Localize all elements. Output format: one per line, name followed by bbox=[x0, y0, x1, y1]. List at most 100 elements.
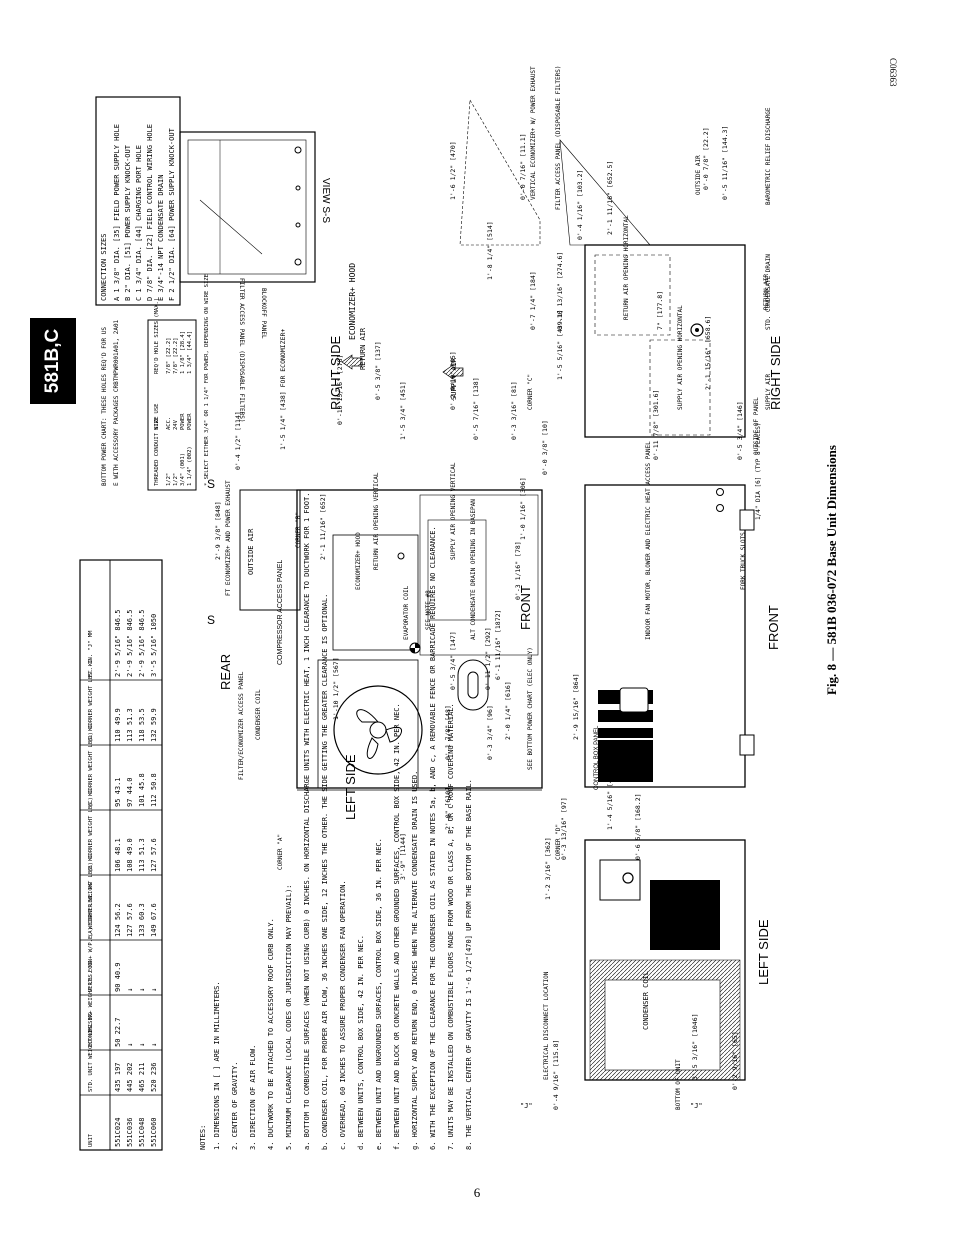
notes-block: NOTES: 1. DIMENSIONS IN [ ] ARE IN MILLI… bbox=[199, 493, 473, 1150]
bottom-power-header: REQ'D HOLE SIZES (MAX.) bbox=[154, 298, 160, 374]
dimension-d41: 7" [177.8] bbox=[656, 291, 664, 330]
weights-cell: 551C060 bbox=[150, 1117, 158, 1147]
dimension-d31: 0'-4 1/16" [103.2] bbox=[576, 170, 584, 240]
dimension-d29: 1'-6 1/2" [470] bbox=[449, 141, 457, 200]
connection-size-row: C 1 3/4" DIA. [44] CHARGING PORT HOLE bbox=[135, 145, 143, 301]
weights-cell: 50 22.7 bbox=[114, 1017, 122, 1047]
filter-access-2-label: FILTER ACCESS PANEL (DISPOSABLE FILTERS) bbox=[555, 66, 562, 211]
weights-header-6: (C) CORNER WEIGHT LBS. KG bbox=[88, 724, 94, 807]
note-item: 3. DIRECTION OF AIR FLOW. bbox=[249, 1045, 257, 1150]
note-item: d. BETWEEN UNITS, CONTROL BOX SIDE, 42 I… bbox=[357, 935, 365, 1150]
left-side-label: LEFT SIDE bbox=[343, 754, 358, 820]
vertical-economizer-label: VERTICAL ECONOMIZER+ W/ POWER EXHAUST bbox=[530, 66, 537, 200]
left-side-label-2: LEFT SIDE bbox=[756, 919, 771, 985]
dimension-d40: 0'-0 7/8" [22.2] bbox=[702, 127, 710, 190]
evaporator-coil-label: EVAPORATOR COIL bbox=[403, 585, 410, 640]
weights-cell: ↓ bbox=[138, 988, 146, 992]
weights-cell: 90 40.9 bbox=[114, 962, 122, 992]
ecoflow-label: FT ECONOMIZER+ AND POWER EXHAUST bbox=[225, 480, 232, 596]
supply-air-label: SUPPLY AIR bbox=[450, 357, 458, 400]
dimension-d21: 3'-9" [1144] bbox=[399, 833, 407, 880]
note-item: 2. CENTER OF GRAVITY. bbox=[231, 1061, 239, 1150]
dimension-d38: 0'-5 3/4" [146] bbox=[736, 401, 744, 460]
weights-cell: 106 48.1 bbox=[114, 838, 122, 872]
dimension-d3: 1'-5 1/4" [438] FOR ECONOMIZER+ bbox=[279, 329, 287, 450]
dimension-d33: 0'-10 13/16" [274.6] bbox=[556, 252, 564, 330]
right-side-label-2: RIGHT SIDE bbox=[768, 336, 783, 410]
dimension-d32: 2'-1 11/16" [652.5] bbox=[606, 161, 614, 235]
note-item: b. CONDENSER COIL, FOR PROPER AIR FLOW, … bbox=[321, 594, 329, 1150]
dimension-d25: 1'-2 3/16" [362] bbox=[544, 837, 552, 900]
connection-size-row: E 3/4"-14 NPT CONDENSATE DRAIN bbox=[157, 175, 165, 301]
dimension-d1: 2'-9 3/8" [848] bbox=[214, 501, 222, 560]
return-air-opening-h: RETURN AIR OPENING HORIZONTAL bbox=[623, 215, 630, 320]
dimension-d12: 0'-3 1/16" [78] bbox=[514, 541, 522, 600]
dia-label: 1/4" DIA [6] (TYP 8 PLACES) bbox=[755, 422, 762, 520]
weights-cell: 132 59.9 bbox=[150, 708, 158, 742]
note-item: 7. UNITS MAY BE INSTALLED ON COMBUSTIBLE… bbox=[447, 703, 455, 1150]
weights-cell: ↓ bbox=[150, 988, 158, 992]
weights-cell: 113 51.3 bbox=[138, 838, 146, 872]
dimension-labels: 2'-9 3/8" [848]0'-4 1/2" [114]1'-5 1/4" … bbox=[214, 126, 744, 1110]
note-item: f. BETWEEN UNIT AND BLOCK OR CONCRETE WA… bbox=[393, 703, 401, 1150]
return-opening-vertical: RETURN AIR OPENING VERTICAL bbox=[373, 472, 380, 570]
weights-cell: 520 236 bbox=[150, 1062, 158, 1092]
weights-header-7: (D) CORNER WEIGHT LBS. KG bbox=[88, 659, 94, 742]
dimension-d23: 1'-4 5/16" [414.5] bbox=[606, 760, 614, 830]
dimension-d7: 0'-3 3/16" [81] bbox=[510, 381, 518, 440]
outside-air-label-2: OUTSIDE AIR bbox=[695, 155, 702, 195]
right-side-label: RIGHT SIDE bbox=[328, 336, 343, 410]
weights-cell: 97 44.0 bbox=[126, 777, 134, 807]
view-ss-label: VIEW S-S bbox=[320, 178, 331, 223]
bottom-power-cell: 7/8" [22.2] bbox=[166, 338, 172, 374]
see-bottom-power-label: SEE BOTTOM POWER CHART (ELEC ONLY) bbox=[527, 647, 534, 770]
dimension-d20: 2'-0" [610] bbox=[444, 787, 452, 830]
page-number: 6 bbox=[473, 1185, 481, 1200]
weights-cell: ↓ bbox=[138, 1043, 146, 1047]
dimension-d17: 2'-9 15/16" [864] bbox=[572, 673, 580, 740]
dimension-d10: 1'-0 1/16" [306] bbox=[519, 477, 527, 540]
dimension-d5: 1'-5 3/4" [451] bbox=[399, 381, 407, 440]
right-side-view: VERTICAL ECONOMIZER+ W/ POWER EXHAUST FI… bbox=[459, 66, 772, 455]
alt-condensate-label: ALT CONDENSATE DRAIN OPENING IN BASEPAN bbox=[470, 499, 477, 640]
note-item: 4. DUCTWORK TO BE ATTACHED TO ACCESSORY … bbox=[267, 918, 275, 1150]
weights-cell: 124 56.2 bbox=[114, 903, 122, 937]
bottom-power-cell: 1/2" bbox=[166, 473, 172, 486]
weights-cell: 127 57.6 bbox=[126, 903, 134, 937]
bottom-power-cell: POWER bbox=[180, 413, 186, 430]
weights-cell: ↓ bbox=[126, 1043, 134, 1047]
connection-size-row: D 7/8" DIA. [22] FIELD CONTROL WIRING HO… bbox=[146, 124, 154, 301]
weights-cell: 108 49.0 bbox=[126, 838, 134, 872]
dimension-d14: 0'-11 1/2" [292] bbox=[484, 627, 492, 690]
weights-cell: 149 67.6 bbox=[150, 903, 158, 937]
weights-header-5: (B) CORNER WEIGHT LBS. KG bbox=[88, 789, 94, 872]
bottom-power-title: BOTTOM POWER CHART: THESE HOLES REQ'D FO… bbox=[101, 327, 108, 486]
notes-title: NOTES: bbox=[199, 1125, 207, 1150]
supply-air-label-2: SUPPLY AIR bbox=[765, 373, 772, 410]
fork-truck-label: FORK TRUCK SLOTS bbox=[740, 532, 747, 590]
dimension-d19: 0'-3 3/4" [96] bbox=[486, 705, 494, 760]
weights-cell: 101 45.8 bbox=[138, 773, 146, 807]
dimension-d13: 0'-5 3/4" [147] bbox=[449, 631, 457, 690]
bottom-power-header: THREADED CONDUIT SIZE bbox=[154, 416, 160, 486]
filter-panel-label: FILTER ACCESS PANEL (DISPOSABLE FILTERS) bbox=[238, 278, 245, 423]
weights-header-0: UNIT bbox=[88, 1133, 94, 1147]
barometric-label: BAROMETRIC RELIEF DISCHARGE bbox=[765, 107, 772, 205]
weights-cell: 113 51.3 bbox=[126, 708, 134, 742]
see-note-8-label: SEE NOTE #8 bbox=[425, 590, 432, 630]
dimension-d22: 0'-3 13/16" [97] bbox=[560, 797, 568, 860]
weights-cell: 2'-9 5/16" 846.5 bbox=[114, 610, 122, 677]
weights-cell: 551C048 bbox=[138, 1117, 146, 1147]
dimension-d24: 0'-6 5/8" [168.2] bbox=[634, 793, 642, 860]
blockoff-label: BLOCKOFF PANEL bbox=[260, 288, 267, 339]
return-air-label: RETURN AIR bbox=[359, 327, 367, 370]
filter-access-label: FILTER/ECONOMIZER ACCESS PANEL bbox=[238, 671, 245, 780]
dimension-d42: 0'-2 9/16" [65] bbox=[449, 351, 457, 410]
weights-cell: 95 43.1 bbox=[114, 777, 122, 807]
weights-cell: ↓ bbox=[126, 988, 134, 992]
front-label: FRONT bbox=[518, 585, 533, 630]
bottom-power-cell: POWER bbox=[187, 413, 193, 430]
